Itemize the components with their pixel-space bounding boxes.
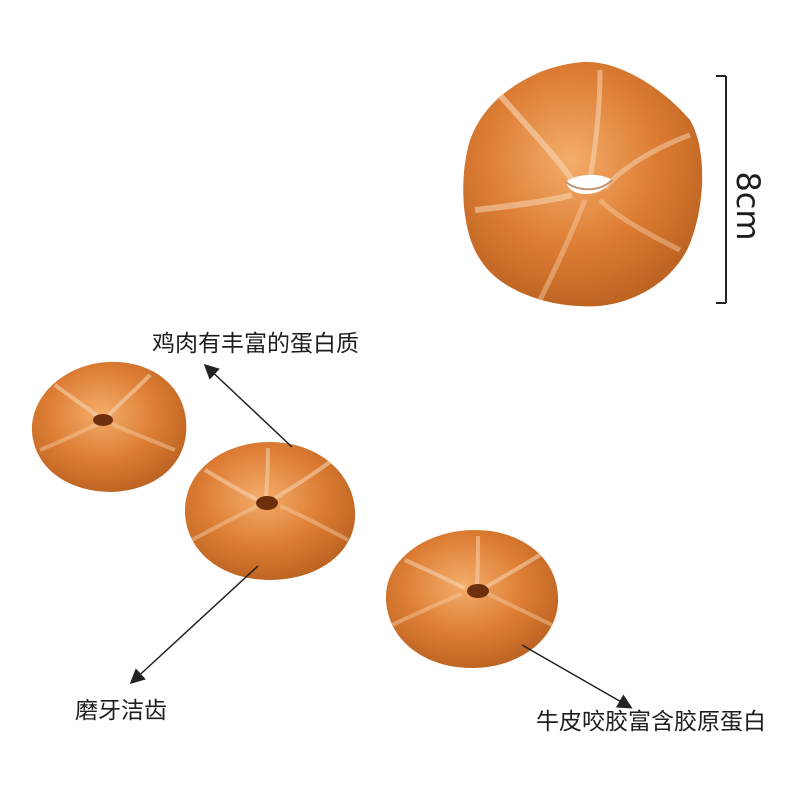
small-chew-ring-left bbox=[31, 361, 187, 492]
small-chew-ring-center bbox=[184, 442, 356, 580]
large-chew-ring bbox=[463, 61, 703, 307]
label-chicken-protein: 鸡肉有丰富的蛋白质 bbox=[152, 331, 359, 357]
dimension-bracket bbox=[716, 75, 727, 304]
arrow-rawhide bbox=[521, 644, 633, 709]
arrow-protein bbox=[203, 363, 293, 448]
arrow-dental bbox=[129, 565, 259, 685]
label-dental-cleaning: 磨牙洁齿 bbox=[75, 698, 167, 724]
small-chew-ring-right bbox=[385, 530, 559, 668]
dimension-label: 8cm bbox=[729, 171, 767, 241]
label-rawhide-collagen: 牛皮咬胶富含胶原蛋白 bbox=[536, 709, 766, 735]
